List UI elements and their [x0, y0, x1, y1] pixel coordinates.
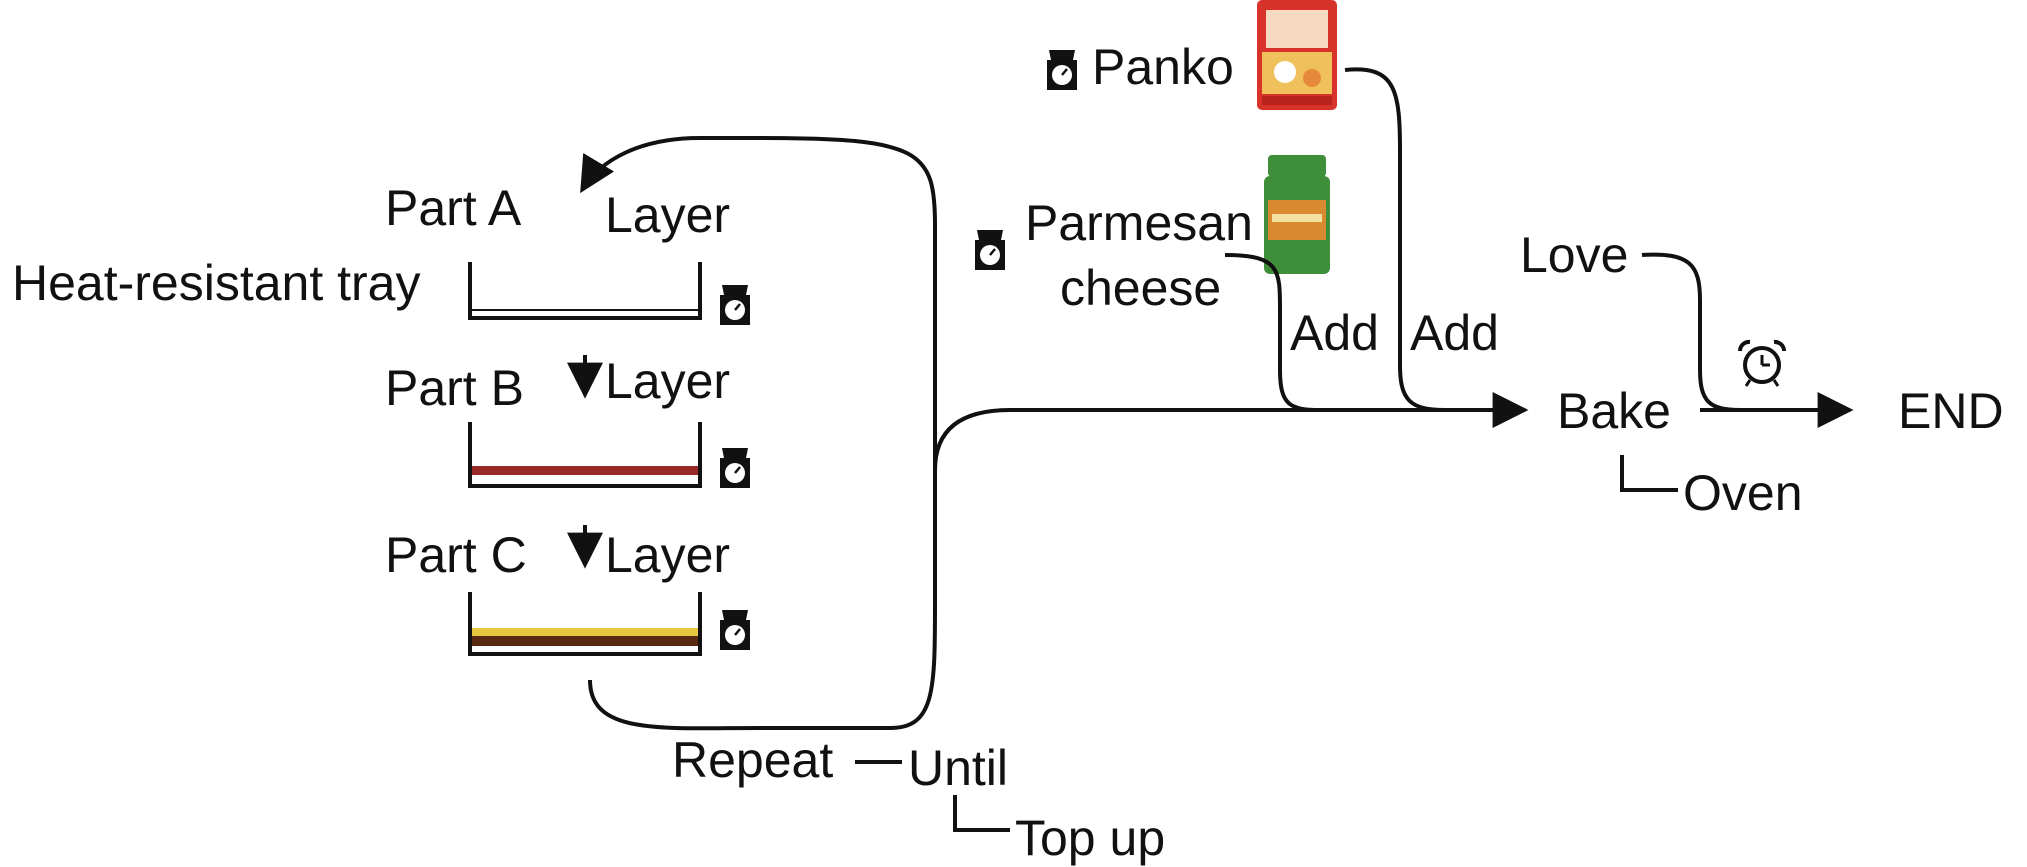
layer-c-top-fill: [472, 628, 698, 636]
parmesan-add-line: [1224, 253, 1321, 412]
oven-label: Oven: [1683, 465, 1803, 521]
repeat-loop-arrow: [580, 136, 937, 731]
tray-c: [468, 592, 702, 656]
part-a-label: Part A: [385, 180, 522, 236]
panko-label: Panko: [1092, 39, 1234, 95]
alarm-clock-icon: [1737, 339, 1787, 387]
layer-b-label: Layer: [605, 353, 730, 409]
panko-add-line: [1344, 67, 1446, 412]
scale-icon-panko: [1045, 48, 1079, 92]
tray-b: [468, 422, 702, 488]
layer-a-label: Layer: [605, 187, 730, 243]
parmesan-label-line2: cheese: [1060, 260, 1221, 316]
scale-icon-c: [718, 608, 752, 652]
top-up-label: Top up: [1015, 810, 1165, 866]
add-label-parmesan: Add: [1290, 305, 1379, 361]
main-flow-arrow: [933, 392, 1529, 471]
layer-c-bottom-fill: [472, 636, 698, 646]
tray-label: Heat-resistant tray: [12, 255, 420, 311]
repeat-label: Repeat: [672, 732, 833, 788]
parmesan-label-line1: Parmesan: [1025, 195, 1253, 251]
panko-package-image: [1257, 0, 1337, 110]
scale-icon-b: [718, 446, 752, 490]
bake-oven-connector: [1620, 455, 1678, 492]
scale-icon-parmesan: [973, 228, 1007, 272]
add-label-panko: Add: [1410, 305, 1499, 361]
end-label: END: [1898, 383, 2004, 439]
until-label: Until: [908, 740, 1008, 796]
tray-a: [468, 262, 702, 320]
love-line: [1641, 252, 1741, 412]
parmesan-shaker-image: [1264, 155, 1330, 274]
part-c-label: Part C: [385, 527, 527, 583]
bake-label: Bake: [1557, 383, 1671, 439]
layer-c-label: Layer: [605, 527, 730, 583]
part-b-label: Part B: [385, 360, 524, 416]
love-label: Love: [1520, 227, 1628, 283]
scale-icon-a: [718, 283, 752, 327]
layer-b-fill: [472, 466, 698, 475]
until-top-up-connector: [953, 795, 1010, 832]
